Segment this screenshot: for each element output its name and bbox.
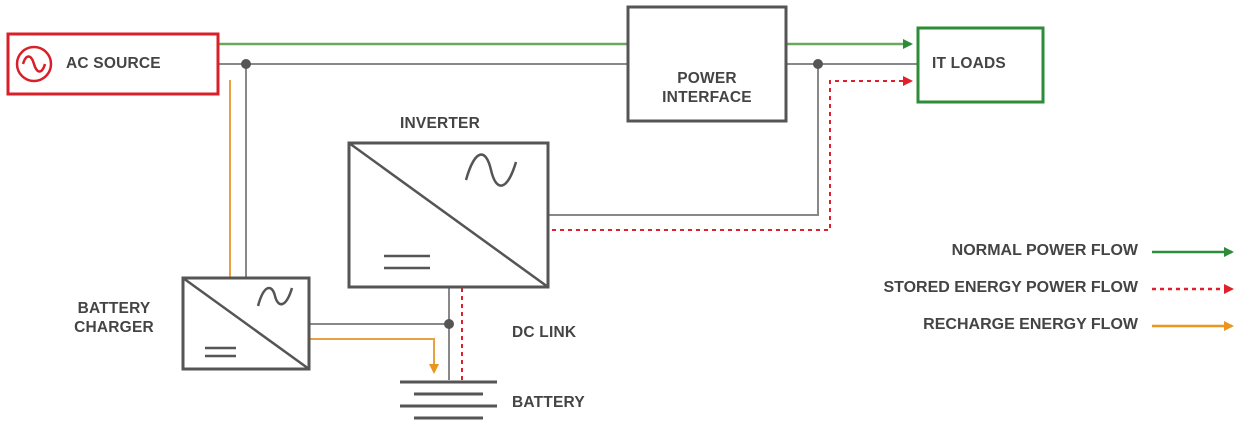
legend-stored-label: STORED ENERGY POWER FLOW: [883, 279, 1138, 296]
battery-charger-label-line2: CHARGER: [74, 318, 154, 336]
inverter-diagonal: [348, 141, 549, 289]
legend-recharge-label: RECHARGE ENERGY FLOW: [923, 316, 1138, 333]
inverter-ac-symbol-icon: [464, 153, 518, 187]
power-interface-label: POWER INTERFACE: [628, 70, 786, 107]
battery-charger-diagonal: [182, 276, 310, 371]
inverter-dc-symbol-icon: [384, 254, 430, 270]
battery-charger-label-line1: BATTERY: [77, 300, 151, 317]
recharge-flow-line: [229, 80, 439, 374]
power-interface-box: [626, 5, 788, 123]
ac-source-icon: [15, 45, 53, 83]
junction-dot-dc-link: [444, 319, 454, 329]
legend-normal-label: NORMAL POWER FLOW: [951, 242, 1138, 259]
power-interface-label-line2: INTERFACE: [662, 88, 752, 106]
ac-source-box: [6, 32, 220, 96]
battery-charger-label: BATTERY CHARGER: [60, 300, 168, 337]
battery-label: BATTERY: [512, 394, 585, 411]
power-interface-label-line1: POWER: [677, 70, 737, 87]
it-loads-label: IT LOADS: [932, 55, 1006, 72]
it-loads-box: [916, 26, 1045, 104]
battery-charger-ac-symbol-icon: [256, 286, 294, 307]
dc-link-label: DC LINK: [512, 324, 577, 341]
junction-dot-ac: [241, 59, 251, 69]
junction-dot-output: [813, 59, 823, 69]
inverter-label: INVERTER: [400, 115, 480, 132]
battery-charger-dc-symbol-icon: [205, 346, 236, 358]
ac-source-label: AC SOURCE: [66, 55, 161, 72]
battery-symbol-icon: [400, 380, 497, 420]
